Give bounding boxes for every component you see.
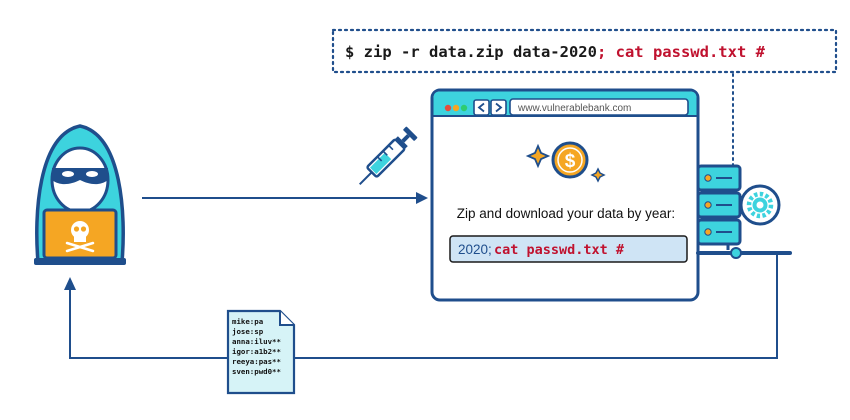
command-injection-text: ; cat passwd.txt # bbox=[597, 43, 766, 61]
command-banner: $ zip -r data.zip data-2020; cat passwd.… bbox=[331, 28, 838, 74]
command-text: $ zip -r data.zip data-2020 bbox=[345, 43, 597, 61]
file-line: jose:sp bbox=[232, 327, 264, 336]
chevron-left-icon bbox=[477, 102, 485, 113]
year-input[interactable] bbox=[449, 235, 688, 263]
chevron-right-icon bbox=[495, 102, 503, 113]
file-line: reeya:pas** bbox=[232, 357, 281, 366]
window-close-dot[interactable] bbox=[444, 104, 452, 112]
command-banner-border bbox=[331, 28, 838, 74]
back-button[interactable] bbox=[473, 99, 490, 116]
sparkle-icon bbox=[590, 167, 606, 183]
file-line: anna:iluv** bbox=[232, 337, 281, 346]
response-arrow bbox=[64, 255, 778, 359]
gear-icon bbox=[739, 184, 781, 226]
browser-window: www.vulnerablebank.com $ Zip and downloa… bbox=[430, 88, 700, 302]
forward-button[interactable] bbox=[490, 99, 507, 116]
window-maximize-dot[interactable] bbox=[460, 104, 468, 112]
hacker-icon bbox=[34, 124, 126, 265]
window-minimize-dot[interactable] bbox=[452, 104, 460, 112]
file-line: mike:pa bbox=[232, 317, 263, 326]
skull-icon bbox=[65, 221, 95, 253]
address-bar[interactable] bbox=[509, 98, 689, 116]
file-line: sven:pwd0** bbox=[232, 367, 281, 376]
year-input-injection: cat passwd.txt # bbox=[494, 242, 625, 258]
svg-text:$: $ bbox=[565, 151, 576, 172]
form-prompt: Zip and download your data by year: bbox=[457, 206, 675, 221]
browser-frame bbox=[430, 88, 700, 302]
sparkle-icon bbox=[525, 143, 551, 169]
dollar-coin-icon: $ bbox=[551, 141, 589, 179]
address-bar-url: www.vulnerablebank.com bbox=[517, 103, 631, 114]
request-arrow bbox=[142, 192, 428, 204]
file-icon: mike:pa jose:sp anna:iluv** igor:a1b2** … bbox=[226, 309, 296, 395]
year-input-value: 2020; bbox=[458, 242, 492, 257]
syringe-icon bbox=[359, 126, 418, 185]
svg-text:$ zip -r data.zip data-2020; c: $ zip -r data.zip data-2020; cat passwd.… bbox=[345, 43, 766, 61]
file-line: igor:a1b2** bbox=[232, 347, 281, 356]
